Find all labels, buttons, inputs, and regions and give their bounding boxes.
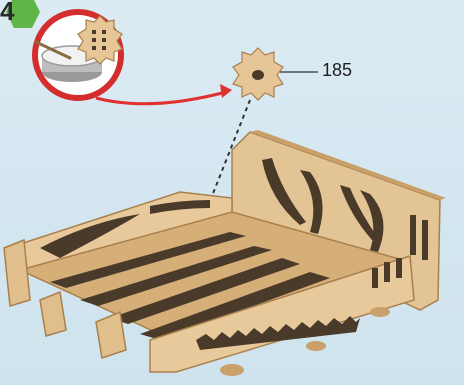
arrow: [96, 84, 232, 104]
bed-model-illustration: [4, 130, 446, 376]
part-number-label: 185: [322, 60, 352, 81]
step-number: 4: [0, 0, 30, 26]
gear-part-icon: [233, 48, 283, 100]
glue-pot-icon: [35, 12, 122, 98]
